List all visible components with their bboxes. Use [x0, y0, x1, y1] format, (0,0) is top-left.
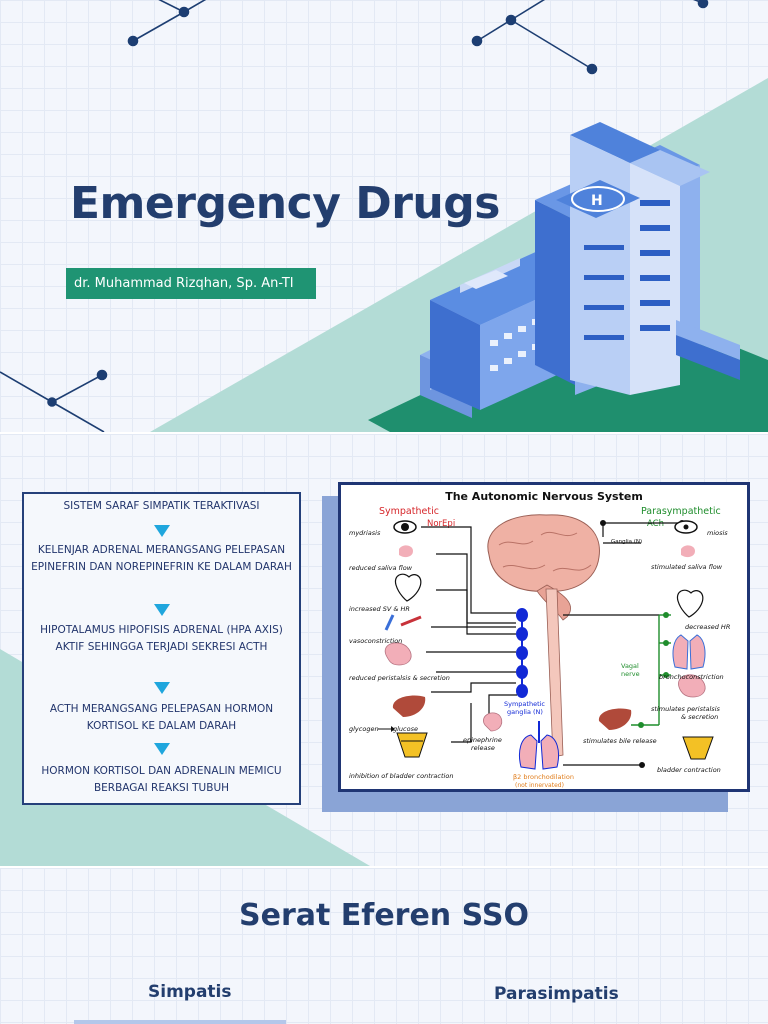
flow-step-2: KELENJAR ADRENAL MERANGSANG PELEPASAN EP… [31, 544, 292, 573]
stomach-icon [384, 642, 412, 666]
svg-text:& secretion: & secretion [681, 713, 718, 721]
lungs-icon [672, 634, 706, 670]
svg-text:inhibition of bladder contract: inhibition of bladder contraction [349, 772, 453, 780]
ach-label: ACh [647, 519, 664, 529]
flow-arrow-down-icon [154, 604, 170, 616]
flow-arrow-down-icon [154, 743, 170, 755]
stress-response-slide: SISTEM SARAF SIMPATIK TERAKTIVASI KELENJ… [0, 434, 768, 866]
salivary-gland-icon [681, 545, 695, 558]
svg-text:stimulates bile release: stimulates bile release [583, 737, 657, 745]
flow-step-3: HIPOTALAMUS HIPOFISIS ADRENAL (HPA AXIS)… [40, 624, 283, 653]
flow-step-4: ACTH MERANGSANG PELEPASAN HORMON KORTISO… [49, 703, 274, 732]
brain-icon [487, 514, 600, 592]
stress-flowchart: SISTEM SARAF SIMPATIK TERAKTIVASI KELENJ… [22, 492, 301, 805]
flow-step-5: HORMON KORTISOL DAN ADRENALIN MEMICU BER… [41, 765, 282, 794]
flow-arrow-down-icon [154, 682, 170, 694]
ans-diagram-svg: The Autonomic Nervous System Sympathetic… [349, 490, 730, 789]
svg-text:(not innervated): (not innervated) [515, 782, 564, 789]
presentation-title: Emergency Drugs [70, 178, 500, 229]
heart-icon [394, 573, 422, 602]
salivary-gland-icon [399, 545, 413, 558]
sympathetic-heading: Sympathetic [379, 506, 439, 517]
network-lines-left [0, 369, 108, 432]
flow-arrow-down-icon [154, 525, 170, 537]
spinal-cord [545, 588, 564, 758]
svg-text:Ganglia (N): Ganglia (N) [611, 539, 642, 545]
parasympathetic-heading: Parasympathetic [641, 506, 721, 517]
parasympathetic-heading: Parasimpatis [494, 984, 619, 1004]
hospital-building-illustration: H [368, 122, 768, 432]
norepi-label: NorEpi [427, 519, 455, 529]
blood-vessel-icon [384, 614, 395, 631]
svg-text:glucose: glucose [393, 725, 418, 733]
svg-text:β2 bronchodilation: β2 bronchodilation [513, 773, 574, 781]
sympathetic-content-bar [74, 1020, 286, 1024]
title-slide: Emergency Drugs dr. Muhammad Rizqhan, Sp… [0, 0, 768, 432]
svg-text:mydriasis: mydriasis [349, 529, 381, 537]
sympathetic-ganglia [516, 608, 528, 698]
liver-icon [392, 695, 426, 717]
lungs-icon [518, 734, 560, 770]
bladder-icon [396, 732, 428, 758]
efferent-fibers-slide: Serat Eferen SSO Simpatis Parasimpatis [0, 868, 768, 1024]
svg-text:vasoconstriction: vasoconstriction [349, 637, 402, 645]
svg-text:Sympathetic: Sympathetic [504, 700, 545, 708]
svg-text:release: release [471, 744, 495, 752]
sympathetic-heading: Simpatis [148, 982, 232, 1002]
svg-text:stimulated saliva flow: stimulated saliva flow [651, 563, 723, 571]
flow-step-1: SISTEM SARAF SIMPATIK TERAKTIVASI [63, 500, 260, 512]
stomach-icon [678, 674, 706, 698]
svg-text:nerve: nerve [621, 670, 640, 678]
svg-text:decreased HR: decreased HR [685, 623, 730, 631]
helipad-letter: H [591, 193, 603, 209]
bladder-icon [682, 736, 714, 760]
svg-text:increased SV & HR: increased SV & HR [349, 605, 410, 613]
svg-text:ganglia (N): ganglia (N) [507, 708, 543, 716]
svg-text:bronchoconstriction: bronchoconstriction [659, 673, 724, 681]
liver-icon [598, 708, 632, 730]
svg-text:epinephrine: epinephrine [463, 736, 502, 744]
svg-text:Vagal: Vagal [621, 662, 639, 670]
network-lines-top-center [471, 0, 709, 75]
svg-text:glycogen: glycogen [349, 725, 379, 733]
slide-title: Serat Eferen SSO [239, 898, 529, 933]
svg-text:stimulates peristalsis: stimulates peristalsis [651, 705, 721, 713]
svg-text:reduced saliva flow: reduced saliva flow [349, 564, 413, 572]
diagram-title: The Autonomic Nervous System [445, 490, 643, 503]
autonomic-nervous-system-diagram: The Autonomic Nervous System Sympathetic… [338, 482, 750, 792]
adrenal-gland-icon [483, 712, 503, 732]
heart-icon [676, 589, 704, 618]
svg-text:reduced peristalsis & secretio: reduced peristalsis & secretion [349, 674, 450, 682]
network-lines-top-left [127, 0, 207, 47]
author-badge: dr. Muhammad Rizqhan, Sp. An-TI [66, 268, 316, 299]
svg-text:bladder contraction: bladder contraction [657, 766, 721, 774]
svg-text:miosis: miosis [707, 529, 728, 537]
